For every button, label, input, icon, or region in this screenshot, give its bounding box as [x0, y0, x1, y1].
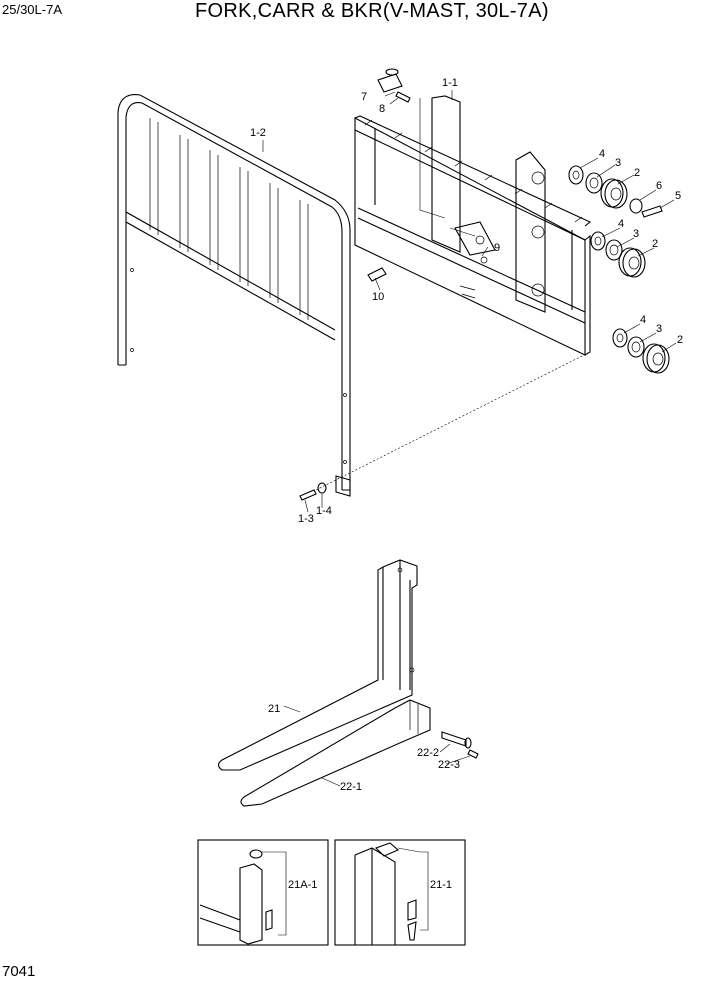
- callout-8: 8: [379, 103, 385, 115]
- callout-22-1: 22-1: [340, 781, 362, 793]
- model-code: 25/30L-7A: [2, 2, 62, 17]
- callout-1-3: 1-3: [298, 513, 314, 525]
- mast-rollers: [568, 165, 670, 374]
- callout-5: 5: [675, 190, 681, 202]
- callout-3b: 3: [633, 228, 639, 240]
- callout-2b: 2: [652, 238, 658, 250]
- callout-21: 21: [268, 703, 280, 715]
- callout-3a: 3: [615, 157, 621, 169]
- callout-9: 9: [494, 242, 500, 254]
- load-backrest: [117, 94, 351, 497]
- callout-21-1: 21-1: [430, 879, 452, 891]
- callout-2a: 2: [634, 167, 640, 179]
- fork-extension: [240, 699, 479, 807]
- detail-box-21: [334, 839, 466, 946]
- detail-box-21a: [197, 839, 329, 946]
- callout-labels: 1-1 1-2 7 8 9 10 4 3 2 6 5 4 3 2 4 3 2 1…: [250, 77, 683, 891]
- callout-4c: 4: [640, 314, 646, 326]
- callout-7: 7: [361, 91, 367, 103]
- small-hardware: [367, 68, 488, 282]
- backrest-bolt: [299, 351, 591, 501]
- callout-1-1: 1-1: [442, 77, 458, 89]
- fork: [217, 559, 418, 771]
- callout-4b: 4: [618, 218, 624, 230]
- fork-carriage: [354, 95, 592, 356]
- callout-6: 6: [656, 180, 662, 192]
- callout-2c: 2: [677, 334, 683, 346]
- callout-10: 10: [372, 291, 384, 303]
- leader-lines-fork: [283, 705, 471, 787]
- callout-1-4: 1-4: [316, 505, 332, 517]
- callout-3c: 3: [656, 323, 662, 335]
- callout-1-2: 1-2: [250, 127, 266, 139]
- callout-22-3: 22-3: [438, 759, 460, 771]
- callout-21a-1: 21A-1: [288, 879, 317, 891]
- callout-4a: 4: [599, 148, 605, 160]
- page-title: FORK,CARR & BKR(V-MAST, 30L-7A): [195, 0, 549, 22]
- callout-22-2: 22-2: [417, 747, 439, 759]
- page-number: 7041: [2, 963, 36, 980]
- leader-lines-top: [262, 90, 677, 513]
